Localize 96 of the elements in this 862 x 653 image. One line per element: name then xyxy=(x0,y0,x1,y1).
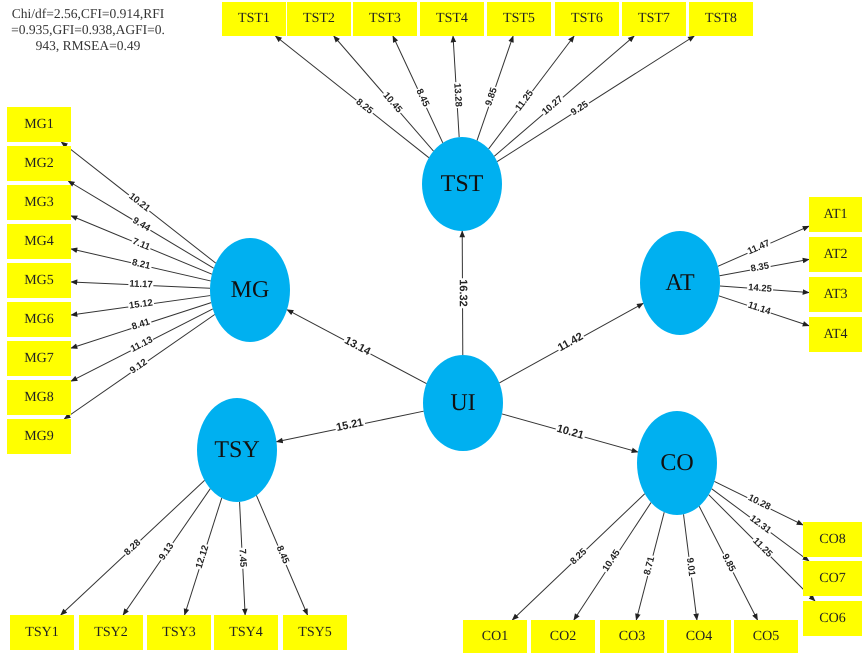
arrow xyxy=(698,506,758,621)
indicator-box xyxy=(353,2,417,36)
node-label: MG3 xyxy=(24,194,54,210)
node-label: AT3 xyxy=(823,286,848,302)
node-label: TST3 xyxy=(369,11,401,27)
indicator-box xyxy=(79,615,143,650)
node-label: TSY1 xyxy=(25,624,59,640)
arrow xyxy=(256,494,308,616)
node-label: TST5 xyxy=(503,11,535,27)
node-label: AT1 xyxy=(823,206,848,222)
node-label: TSY3 xyxy=(162,624,196,640)
node-label: MG4 xyxy=(24,234,54,250)
node-label: TSY5 xyxy=(298,624,332,640)
indicator-box xyxy=(667,620,731,653)
edge-label: 16.32 xyxy=(456,278,468,308)
node-label: MG6 xyxy=(24,312,54,328)
indicator-box xyxy=(7,146,71,181)
indicator-box xyxy=(214,615,278,650)
indicator-box xyxy=(10,615,74,650)
indicator-box xyxy=(809,277,862,312)
node-label: TST7 xyxy=(638,11,670,27)
node-label: AT xyxy=(665,270,695,296)
indicator-box xyxy=(222,2,286,36)
arrow xyxy=(683,514,699,621)
indicator-box xyxy=(283,615,347,650)
fit-statistics-note: Chi/df=2.56,CFI=0.914,RFI=0.935,GFI=0.938,AGFI=0.943, RMSEA=0.49 xyxy=(10,6,166,55)
node-label: TST6 xyxy=(571,11,603,27)
indicator-box xyxy=(734,620,798,653)
indicator-box xyxy=(531,620,595,653)
indicator-box xyxy=(7,341,71,376)
indicator-box xyxy=(287,2,351,36)
node-label: TSY xyxy=(214,436,260,464)
arrow xyxy=(60,480,206,616)
indicator-box xyxy=(420,2,484,36)
arrow xyxy=(64,314,216,420)
node-label: MG xyxy=(230,276,270,304)
arrow xyxy=(274,36,430,158)
node-label: TST1 xyxy=(238,11,270,27)
node-label: MG2 xyxy=(24,156,54,172)
indicator-box xyxy=(7,263,71,298)
indicator-box xyxy=(7,380,71,415)
node-label: AT2 xyxy=(823,246,848,262)
indicator-box xyxy=(147,615,211,650)
indicator-box xyxy=(7,185,71,220)
indicator-box xyxy=(463,620,527,653)
node-label: CO4 xyxy=(686,628,712,644)
indicator-box xyxy=(809,237,862,272)
edge-label: 7.45 xyxy=(236,548,248,569)
arrow xyxy=(635,512,665,621)
arrow xyxy=(122,488,211,616)
indicator-box xyxy=(555,2,619,36)
node-label: CO xyxy=(660,450,694,476)
node-label: TST2 xyxy=(303,11,335,27)
edge-label: 14.25 xyxy=(746,282,774,295)
arrow xyxy=(70,248,212,282)
indicator-box xyxy=(809,317,862,352)
node-label: CO8 xyxy=(819,532,846,548)
arrow xyxy=(476,35,514,141)
arrow xyxy=(70,302,212,349)
indicator-box xyxy=(7,302,71,337)
node-label: CO1 xyxy=(482,628,508,644)
indicator-box xyxy=(809,197,862,232)
arrow xyxy=(70,215,212,275)
indicator-box xyxy=(487,2,551,36)
node-label: TSY2 xyxy=(94,624,128,640)
indicator-box xyxy=(622,2,686,36)
indicator-box xyxy=(7,419,71,454)
node-label: TST8 xyxy=(705,11,737,27)
arrow xyxy=(68,180,214,269)
indicator-box xyxy=(7,224,71,259)
indicator-box xyxy=(689,2,753,36)
node-label: CO6 xyxy=(819,610,846,626)
node-label: CO7 xyxy=(819,570,846,586)
node-label: CO2 xyxy=(550,628,576,644)
node-label: TST xyxy=(440,170,484,198)
node-label: MG9 xyxy=(24,428,54,444)
node-label: TST4 xyxy=(436,11,468,27)
node-label: MG7 xyxy=(24,350,54,366)
node-label: CO3 xyxy=(618,628,646,644)
node-label: CO5 xyxy=(752,628,780,644)
indicator-box xyxy=(803,561,862,596)
node-label: MG5 xyxy=(24,272,54,288)
arrow xyxy=(512,493,646,620)
arrow xyxy=(496,36,695,162)
node-label: AT4 xyxy=(823,326,848,342)
indicator-box xyxy=(803,522,862,557)
node-label: MG8 xyxy=(24,390,54,406)
latent-ellipse xyxy=(422,137,502,231)
edge-label: 7.11 xyxy=(130,236,153,254)
node-label: TSY4 xyxy=(229,624,263,640)
arrow xyxy=(239,501,248,616)
indicator-box xyxy=(803,601,862,636)
node-label: MG1 xyxy=(24,116,54,132)
indicator-box xyxy=(7,107,71,142)
indicator-box xyxy=(600,620,664,653)
node-label: UI xyxy=(450,390,476,416)
